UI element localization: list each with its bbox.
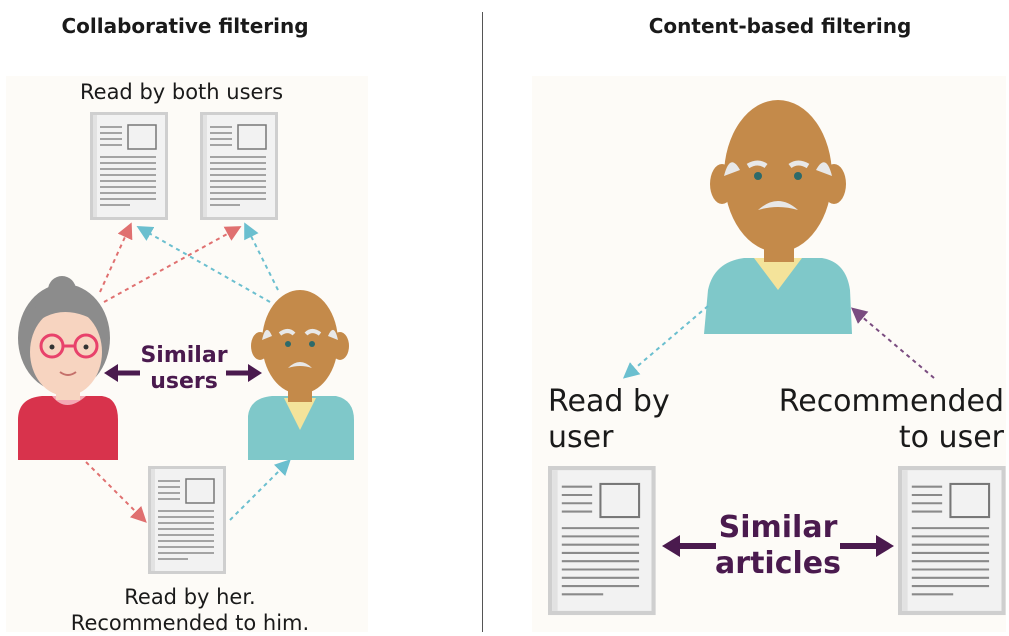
similar-users-label: Similar users <box>140 343 228 395</box>
arrow-woman-to-doc3 <box>85 461 147 523</box>
collaborative-filtering-title: Collaborative filtering <box>61 14 309 38</box>
read-by-user-label: Read by user <box>548 384 670 456</box>
read-by-both-users-label: Read by both users <box>80 80 284 104</box>
similar-articles-label: Similar articles <box>712 510 844 582</box>
arrow-recommended-to-user <box>850 307 935 379</box>
arrow-woman-to-doc1 <box>99 222 133 293</box>
similar-articles-arrows <box>662 535 894 557</box>
similar-articles-line1: Similar <box>718 510 838 545</box>
arrow-man-to-doc1 <box>136 226 271 303</box>
man-user-icon-left <box>248 290 354 460</box>
doc-icon-top-left <box>89 111 169 221</box>
arrow-user-to-read-doc <box>622 305 709 379</box>
arrow-man-to-doc2 <box>244 222 279 291</box>
read-by-her-line1: Read by her. <box>124 585 256 609</box>
read-by-user-line2: user <box>548 420 614 455</box>
doc-icon-bottom <box>147 465 227 575</box>
similar-users-label-line1: Similar <box>140 343 228 368</box>
doc-icon-top-right <box>199 111 279 221</box>
recommended-line1: Recommended <box>778 384 1004 419</box>
recommended-line2: to user <box>898 420 1004 455</box>
content-based-filtering-title: Content-based filtering <box>648 14 912 38</box>
doc-icon-read-by-user <box>546 464 657 617</box>
read-by-her-label: Read by her. Recommended to him. <box>20 584 360 636</box>
recommended-to-user-label: Recommended to user <box>760 384 1004 456</box>
similar-users-arrows <box>104 364 262 382</box>
similar-articles-line2: articles <box>715 546 841 581</box>
read-by-her-line2: Recommended to him. <box>70 611 310 635</box>
arrow-woman-to-doc2 <box>103 226 242 303</box>
doc-icon-recommended <box>896 464 1007 617</box>
woman-user-icon <box>18 276 118 460</box>
man-user-icon-right <box>704 100 852 334</box>
read-by-user-line1: Read by <box>548 384 670 419</box>
similar-users-label-line2: users <box>150 369 218 394</box>
arrow-doc3-to-man <box>229 459 291 521</box>
panel-divider <box>482 12 483 632</box>
